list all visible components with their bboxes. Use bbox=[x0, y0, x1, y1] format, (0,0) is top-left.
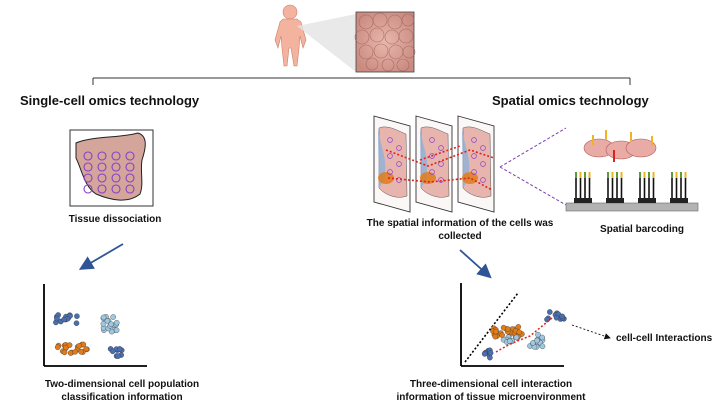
spatial-omics-title: Spatial omics technology bbox=[492, 93, 649, 108]
3d-plot-axes bbox=[460, 283, 564, 367]
grid-circle bbox=[111, 184, 121, 194]
top-divider bbox=[92, 77, 631, 85]
tissue-magnification-icon bbox=[354, 11, 416, 73]
dissociated-tissue-icon bbox=[69, 129, 154, 207]
cluster-orange bbox=[54, 341, 90, 356]
grid-circle bbox=[125, 162, 135, 172]
cell-on-array bbox=[625, 138, 657, 158]
barcode-spot bbox=[670, 172, 688, 203]
grid-circle bbox=[97, 162, 107, 172]
grid-circle bbox=[97, 184, 107, 194]
magnification-cone bbox=[297, 14, 356, 72]
cluster-blue-top bbox=[53, 312, 80, 326]
tissue-section-stack-icon bbox=[373, 115, 495, 213]
spatial-barcoding-label: Spatial barcoding bbox=[600, 224, 684, 235]
cluster-blue-top-3d bbox=[544, 309, 567, 323]
interaction-pointer-arrow bbox=[571, 324, 611, 340]
barcode-array-icon bbox=[565, 130, 699, 212]
cluster-blue-bottom-3d bbox=[481, 347, 494, 361]
single-cell-title: Single-cell omics technology bbox=[20, 93, 200, 108]
connection-lines bbox=[385, 145, 495, 191]
grid-circle bbox=[83, 173, 93, 183]
interaction-lines bbox=[495, 317, 553, 353]
cluster-blue-bottom bbox=[107, 346, 125, 359]
human-body-icon bbox=[274, 4, 307, 67]
grid-circle bbox=[111, 151, 121, 161]
barcode-slide bbox=[565, 202, 699, 212]
3d-cell-clusters bbox=[481, 309, 567, 361]
tissue-section-slide bbox=[415, 115, 453, 213]
grid-circle bbox=[125, 184, 135, 194]
barcode-spot bbox=[638, 172, 656, 203]
cell-interactions-label: cell-cell Interactions bbox=[616, 333, 713, 344]
arrow-down-right bbox=[459, 249, 492, 279]
zoom-dashed-lines bbox=[499, 127, 567, 206]
tissue-dissociation-label: Tissue dissociation bbox=[68, 214, 162, 225]
grid-circle bbox=[111, 173, 121, 183]
two-dim-label: Two-dimensional cell population classifi… bbox=[44, 379, 200, 403]
three-dim-label: Three-dimensional cell interaction infor… bbox=[396, 379, 586, 403]
2d-plot-axes bbox=[43, 284, 147, 367]
grid-circle bbox=[83, 184, 93, 194]
tissue-section-slide bbox=[373, 115, 411, 213]
barcode-spot bbox=[606, 172, 624, 203]
grid-circle bbox=[111, 162, 121, 172]
3d-plot-diagonal bbox=[464, 292, 519, 363]
cluster-light-blue bbox=[100, 314, 120, 335]
grid-circle bbox=[97, 173, 107, 183]
grid-circle bbox=[97, 151, 107, 161]
2d-cell-clusters bbox=[53, 312, 125, 359]
grid-circle bbox=[83, 162, 93, 172]
cluster-light-blue-3d bbox=[527, 331, 546, 350]
barcode-spot bbox=[574, 172, 592, 203]
tissue-section-slide bbox=[457, 115, 495, 213]
arrow-down-left bbox=[78, 243, 124, 270]
grid-circle bbox=[83, 151, 93, 161]
grid-circle bbox=[125, 151, 135, 161]
grid-circle bbox=[125, 173, 135, 183]
spatial-info-label: The spatial information of the cells was… bbox=[366, 218, 554, 242]
